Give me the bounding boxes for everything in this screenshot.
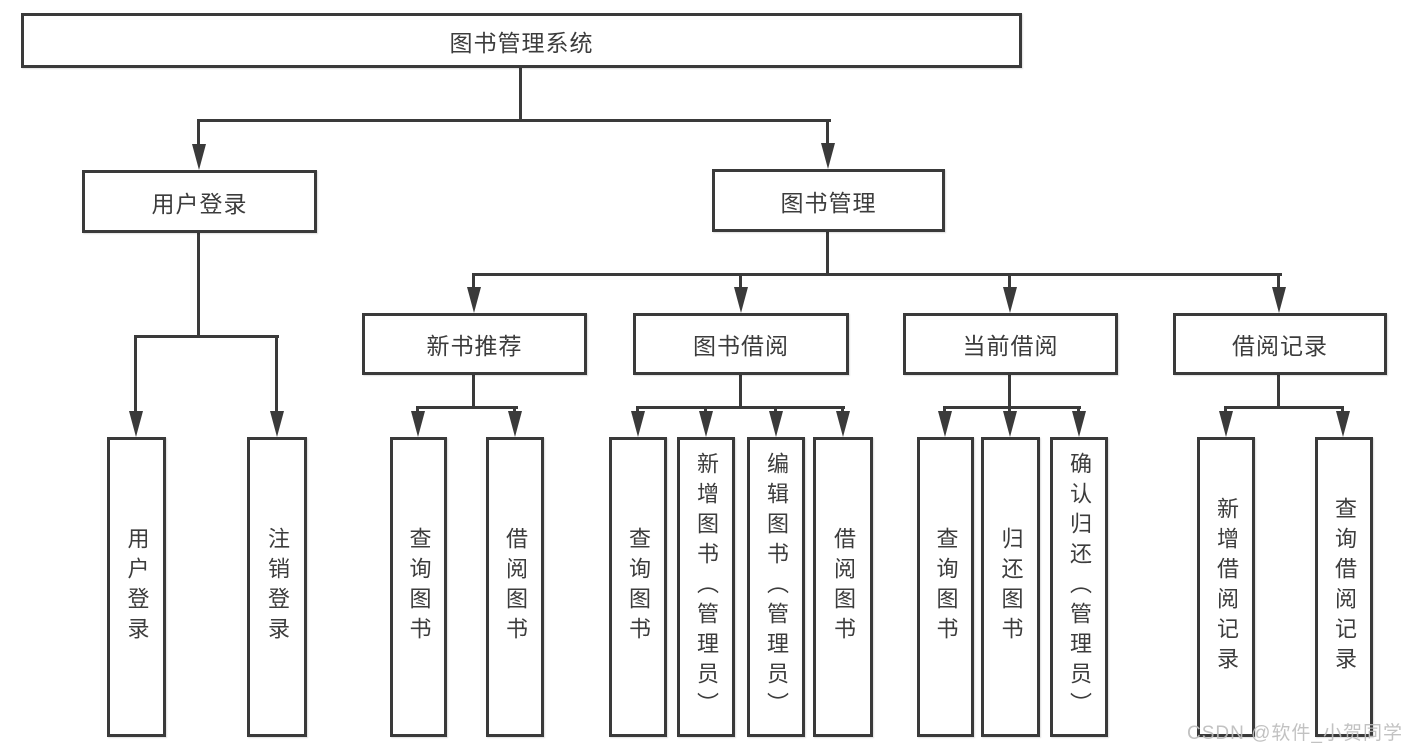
connector-line <box>1008 273 1011 291</box>
node-current-borrowing: 当前借阅 <box>903 313 1118 375</box>
leaf-query-borrow-record: 查询借阅记录 <box>1315 437 1373 737</box>
arrowhead <box>1003 411 1017 437</box>
node-user-login-label: 用户登录 <box>151 190 248 217</box>
arrowhead <box>508 411 522 437</box>
leaf-edit-book-admin-label: 编辑图书（管理员） <box>764 452 789 722</box>
node-book-borrowing-label: 图书借阅 <box>693 333 789 359</box>
leaf-add-book-admin-label: 新增图书（管理员） <box>694 452 719 722</box>
leaf-confirm-return-admin: 确认归还（管理员） <box>1050 437 1108 737</box>
connector-line <box>1008 375 1011 406</box>
connector-line <box>472 273 475 291</box>
arrowhead <box>769 411 783 437</box>
leaf-query-books-current: 查询图书 <box>917 437 974 737</box>
arrowhead <box>1272 287 1286 313</box>
leaf-add-borrow-record-label: 新增借阅记录 <box>1214 497 1239 677</box>
arrowhead <box>821 143 835 169</box>
arrowhead <box>467 287 481 313</box>
leaf-return-books-label: 归还图书 <box>998 527 1024 647</box>
leaf-query-borrow-record-label: 查询借阅记录 <box>1332 497 1357 677</box>
connector-line <box>134 335 137 415</box>
leaf-confirm-return-admin-label: 确认归还（管理员） <box>1067 452 1092 722</box>
arrowhead <box>734 287 748 313</box>
node-new-book-recommendation-label: 新书推荐 <box>426 333 523 359</box>
node-user-login: 用户登录 <box>82 170 317 233</box>
leaf-borrow-books-recommend: 借阅图书 <box>486 437 544 737</box>
node-root: 图书管理系统 <box>21 13 1022 68</box>
connector-line <box>1277 273 1280 291</box>
node-book-borrowing: 图书借阅 <box>633 313 849 375</box>
arrowhead <box>129 411 143 437</box>
arrowhead <box>270 411 284 437</box>
connector-line <box>197 233 200 335</box>
arrowhead <box>631 411 645 437</box>
leaf-edit-book-admin: 编辑图书（管理员） <box>747 437 805 737</box>
connector-line <box>739 375 742 406</box>
connector-line <box>636 406 845 409</box>
leaf-user-login: 用户登录 <box>107 437 166 737</box>
arrowhead <box>192 144 206 170</box>
node-root-label: 图书管理系统 <box>449 29 594 56</box>
node-borrowing-records-label: 借阅记录 <box>1232 333 1328 359</box>
connector-line <box>519 68 522 119</box>
leaf-add-book-admin: 新增图书（管理员） <box>677 437 735 737</box>
connector-line <box>197 119 200 151</box>
leaf-query-books-recommend: 查询图书 <box>390 437 447 737</box>
node-borrowing-records: 借阅记录 <box>1173 313 1387 375</box>
node-new-book-recommendation: 新书推荐 <box>362 313 587 375</box>
leaf-return-books: 归还图书 <box>981 437 1040 737</box>
node-current-borrowing-label: 当前借阅 <box>962 333 1059 359</box>
connector-line <box>943 406 1081 409</box>
connector-line <box>472 375 475 406</box>
connector-line <box>134 335 279 338</box>
arrowhead <box>836 411 850 437</box>
arrowhead <box>1219 411 1233 437</box>
leaf-user-login-label: 用户登录 <box>124 527 150 647</box>
csdn-watermark: CSDN @软件_小贺同学 <box>1187 723 1403 744</box>
connector-line <box>472 273 1282 276</box>
connector-line <box>416 406 518 409</box>
connector-line <box>739 273 742 291</box>
leaf-borrow-books-borrowing: 借阅图书 <box>813 437 873 737</box>
leaf-query-books-borrowing-label: 查询图书 <box>626 527 651 647</box>
leaf-borrow-books-borrowing-label: 借阅图书 <box>831 527 856 647</box>
connector-line <box>197 119 831 122</box>
arrowhead <box>1072 411 1086 437</box>
arrowhead <box>699 411 713 437</box>
connector-line <box>1277 375 1280 406</box>
connector-line <box>275 335 278 415</box>
connector-line <box>826 232 829 273</box>
arrowhead <box>938 411 952 437</box>
leaf-logout-label: 注销登录 <box>265 527 290 647</box>
node-book-management-label: 图书管理 <box>780 189 877 216</box>
leaf-add-borrow-record: 新增借阅记录 <box>1197 437 1255 737</box>
connector-line <box>1224 406 1344 409</box>
leaf-logout: 注销登录 <box>247 437 307 737</box>
node-book-management: 图书管理 <box>712 169 945 232</box>
leaf-query-books-recommend-label: 查询图书 <box>406 527 432 647</box>
connector-line <box>826 119 829 151</box>
arrowhead <box>1003 287 1017 313</box>
arrowhead <box>1336 411 1350 437</box>
leaf-query-books-current-label: 查询图书 <box>933 527 959 647</box>
leaf-borrow-books-recommend-label: 借阅图书 <box>503 527 528 647</box>
arrowhead <box>411 411 425 437</box>
leaf-query-books-borrowing: 查询图书 <box>609 437 667 737</box>
